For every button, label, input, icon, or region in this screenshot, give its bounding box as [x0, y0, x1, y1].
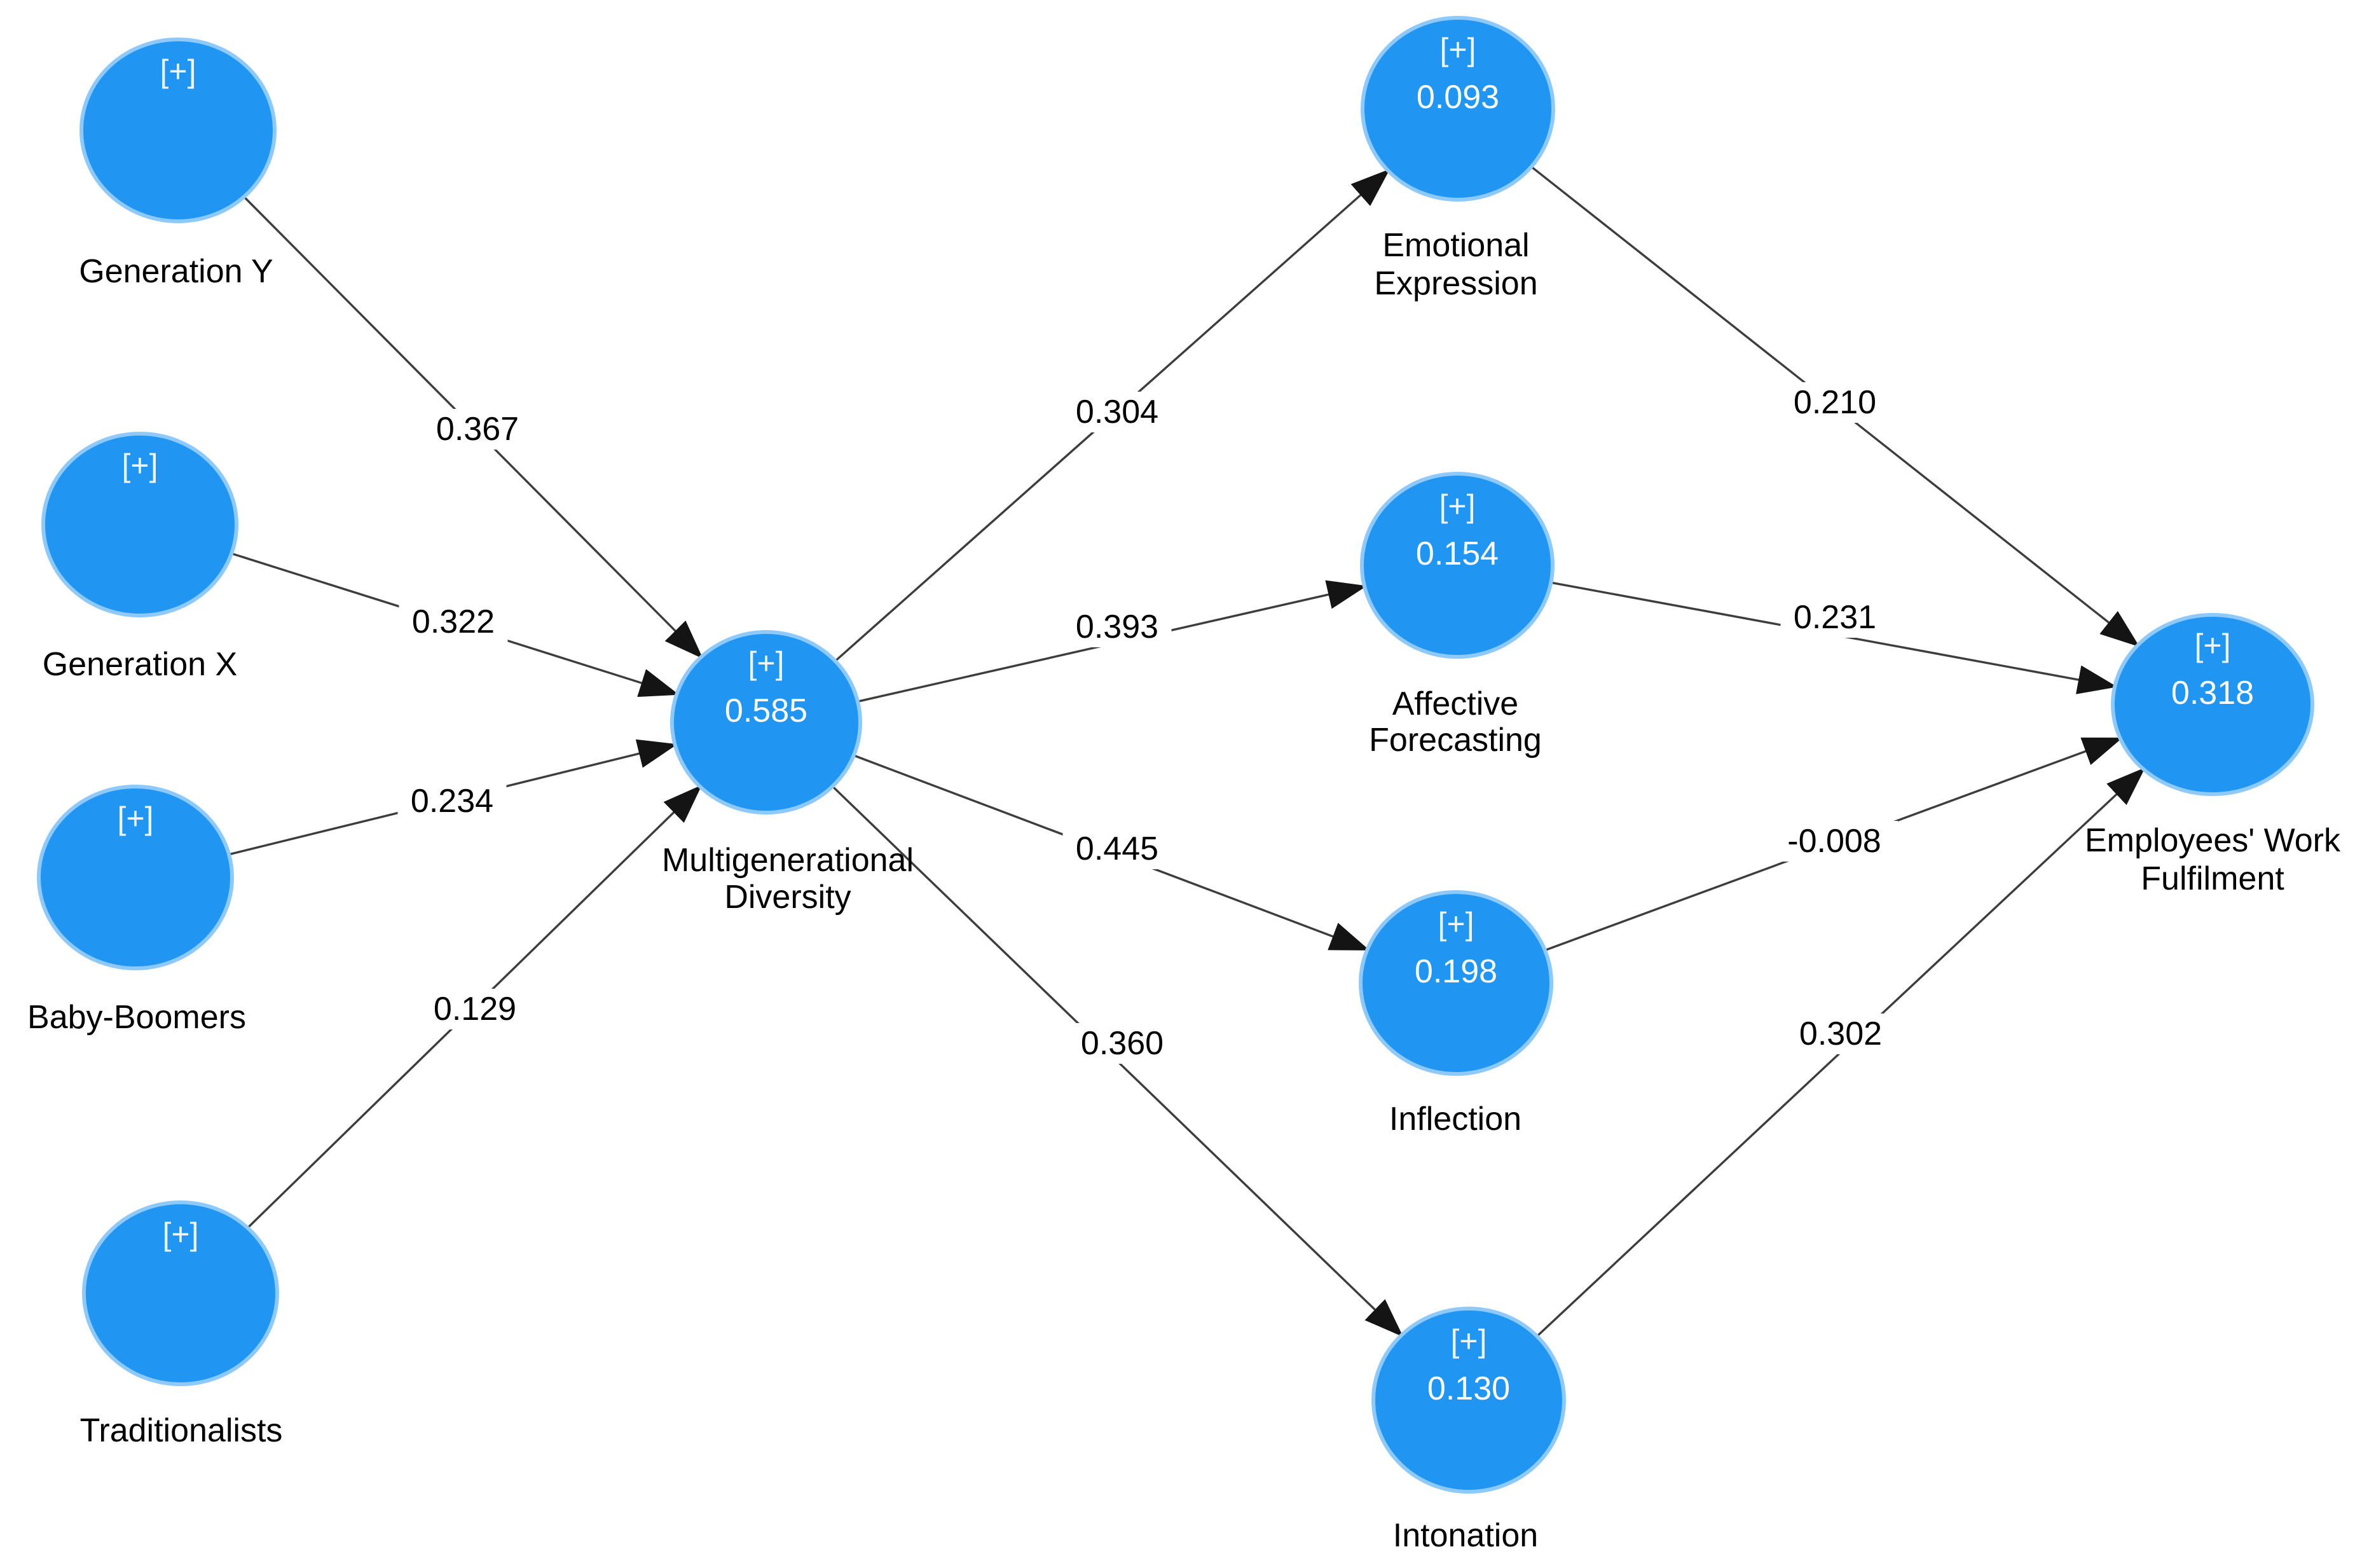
expand-icon[interactable]: [+]	[1451, 1323, 1487, 1359]
expand-icon[interactable]: [+]	[163, 1216, 199, 1252]
expand-icon[interactable]: [+]	[160, 53, 196, 89]
node-baby-boomers[interactable]: [+] Baby-Boomers	[27, 785, 246, 1036]
coefficient-label-bg	[1062, 392, 1172, 432]
expand-icon[interactable]: [+]	[1439, 488, 1476, 524]
node-inflection-r2-value: 0.198	[1415, 953, 1497, 990]
coefficient-label-md-to-affective-forecasting: 0.393	[1076, 609, 1158, 645]
node-intonation-circle[interactable]	[1371, 1307, 1566, 1494]
node-employees-work-fulfilment-circle[interactable]	[2111, 613, 2314, 796]
coefficient-label-bg	[1068, 1023, 1177, 1064]
coefficient-label-md-to-intonation: 0.360	[1081, 1025, 1164, 1062]
node-emotional-expression-r2-value: 0.093	[1417, 79, 1499, 116]
coefficient-label-md-to-emotional-expression: 0.304	[1076, 394, 1158, 430]
coefficient-label-bg	[1062, 607, 1172, 647]
coefficient-label-gen-x-to-md: 0.322	[412, 603, 495, 640]
node-affective-forecasting-r2-value: 0.154	[1416, 535, 1499, 572]
expand-icon[interactable]: [+]	[748, 645, 785, 681]
coefficient-label-bg	[1771, 821, 1898, 862]
node-employees-work-fulfilment-label: Employees' Work	[2085, 822, 2341, 859]
coefficient-label-bg	[1062, 829, 1172, 869]
coefficient-label-bg	[1780, 597, 1890, 638]
coefficient-label-bg	[399, 602, 508, 642]
node-traditionalists-label: Traditionalists	[80, 1412, 283, 1449]
coefficient-label-baby-boomers-to-md: 0.234	[411, 783, 493, 820]
node-generation-y[interactable]: [+] Generation Y	[79, 38, 277, 290]
node-employees-work-fulfilment-r2-value: 0.318	[2171, 675, 2254, 712]
node-multigenerational-diversity-r2-value: 0.585	[725, 692, 807, 729]
node-generation-x-circle[interactable]	[41, 432, 238, 617]
node-multigenerational-diversity-label: Diversity	[724, 879, 851, 916]
node-intonation-label: Intonation	[1393, 1517, 1538, 1554]
node-generation-y-circle[interactable]	[79, 38, 277, 223]
node-baby-boomers-circle[interactable]	[37, 785, 234, 970]
coefficient-label-bg	[1786, 1014, 1895, 1054]
node-baby-boomers-label: Baby-Boomers	[27, 999, 246, 1036]
node-affective-forecasting-label: Affective	[1392, 685, 1518, 722]
coefficient-label-gen-y-to-md: 0.367	[436, 411, 519, 448]
node-traditionalists[interactable]: [+] Traditionalists	[80, 1200, 283, 1449]
expand-icon[interactable]: [+]	[1438, 906, 1474, 942]
node-inflection-label: Inflection	[1389, 1101, 1521, 1138]
expand-icon[interactable]: [+]	[118, 801, 154, 836]
node-affective-forecasting-circle[interactable]	[1360, 472, 1555, 659]
node-emotional-expression-label: Emotional	[1382, 227, 1529, 264]
node-emotional-expression-label: Expression	[1374, 265, 1537, 302]
coefficient-label-affective-forecasting-to-ewf: 0.231	[1794, 599, 1876, 636]
coefficient-label-intonation-to-ewf: 0.302	[1799, 1015, 1882, 1052]
node-intonation-r2-value: 0.130	[1427, 1370, 1510, 1407]
coefficient-label-traditionalists-to-md: 0.129	[434, 991, 516, 1028]
node-multigenerational-diversity-circle[interactable]	[670, 630, 862, 815]
nodes-layer: [+] Generation Y [+] Generation X [+] Baby-Bo…	[27, 16, 2341, 1554]
expand-icon[interactable]: [+]	[1440, 32, 1476, 67]
coefficient-label-inflection-to-ewf: -0.008	[1787, 823, 1881, 860]
node-traditionalists-circle[interactable]	[82, 1200, 279, 1386]
node-multigenerational-diversity-label: Multigenerational	[662, 842, 914, 879]
node-generation-y-label: Generation Y	[79, 253, 273, 290]
coefficient-label-bg	[420, 989, 530, 1029]
node-inflection-circle[interactable]	[1359, 890, 1553, 1076]
expand-icon[interactable]: [+]	[122, 448, 158, 483]
node-affective-forecasting-label: Forecasting	[1369, 722, 1542, 759]
coefficient-label-bg	[397, 781, 507, 822]
node-employees-work-fulfilment-label: Fulfilment	[2141, 860, 2284, 897]
coefficient-label-bg	[1780, 382, 1890, 423]
node-generation-x[interactable]: [+] Generation X	[41, 432, 238, 683]
node-emotional-expression-circle[interactable]	[1361, 16, 1555, 202]
expand-icon[interactable]: [+]	[2195, 628, 2231, 663]
node-generation-x-label: Generation X	[43, 646, 237, 683]
coefficient-label-emotional-expression-to-ewf: 0.210	[1794, 384, 1876, 421]
coefficient-label-md-to-inflection: 0.445	[1076, 830, 1158, 867]
edges-layer	[228, 165, 2146, 1337]
edge-labels-layer: 0.367 0.322 0.234 0.129 0.304 0.393 0.445 0.360…	[397, 382, 1898, 1064]
coefficient-label-bg	[423, 409, 532, 450]
